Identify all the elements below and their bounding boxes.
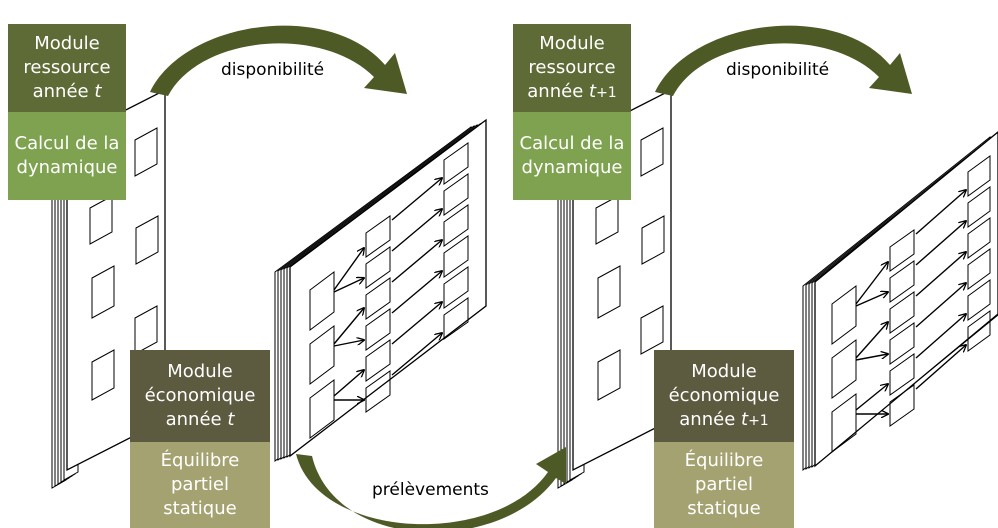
year-prefix: année <box>165 409 228 430</box>
availability-arrow-right <box>655 25 912 96</box>
dynamics-line1: Calcul de la <box>14 133 120 154</box>
resource-panel-right <box>557 88 672 489</box>
equilibrium-line3: statique <box>163 498 237 519</box>
equilibrium-line3: statique <box>687 498 761 519</box>
economic-module-box-left: Module économique année t <box>130 350 270 442</box>
economic-module-line3: année t+1 <box>679 408 768 433</box>
availability-label-left: disponibilité <box>221 60 325 80</box>
year-prefix: année <box>32 81 95 102</box>
dynamics-line1: Calcul de la <box>519 133 625 154</box>
dynamics-box-right: Calcul de la dynamique <box>513 112 631 200</box>
resource-module-box-right: Module ressource année t+1 <box>513 24 631 112</box>
resource-module-line2: ressource <box>23 57 111 78</box>
resource-module-line2: ressource <box>528 56 616 78</box>
economic-panel-left <box>274 118 487 463</box>
economic-module-line2: économique <box>144 385 256 406</box>
withdrawals-label: prélèvements <box>372 480 489 500</box>
equilibrium-box-left: Équilibre partiel statique <box>130 442 270 528</box>
resource-module-line3: année t <box>33 80 102 104</box>
year-suffix: +1 <box>596 84 617 101</box>
equilibrium-line2: partiel <box>171 474 229 495</box>
equilibrium-box-right: Équilibre partiel statique <box>654 442 794 528</box>
year-variable: t <box>227 409 235 430</box>
year-suffix: +1 <box>748 412 769 429</box>
economic-module-line1: Module <box>167 361 233 382</box>
economic-module-box-right: Module économique année t+1 <box>654 350 794 442</box>
dynamics-line2: dynamique <box>16 157 118 178</box>
year-variable: t <box>94 81 102 102</box>
resource-module-line1: Module <box>539 32 605 54</box>
resource-module-box-left: Module ressource année t <box>8 24 126 112</box>
dynamics-line2: dynamique <box>521 157 623 178</box>
economic-module-line1: Module <box>691 360 757 382</box>
year-variable: t <box>589 80 597 102</box>
dynamics-box-left: Calcul de la dynamique <box>8 112 126 200</box>
availability-label-right: disponibilité <box>726 60 830 80</box>
economic-panel-right <box>802 131 998 472</box>
year-prefix: année <box>527 80 589 102</box>
equilibrium-line2: partiel <box>695 474 753 495</box>
equilibrium-line1: Équilibre <box>684 450 764 471</box>
resource-module-line3: année t+1 <box>527 80 616 105</box>
equilibrium-line1: Équilibre <box>160 450 240 471</box>
year-prefix: année <box>679 408 741 430</box>
year-variable: t <box>741 408 749 430</box>
availability-arrow-left <box>150 25 407 96</box>
resource-module-line1: Module <box>34 33 100 54</box>
economic-module-line3: année t <box>166 408 235 432</box>
economic-module-line2: économique <box>668 384 780 406</box>
